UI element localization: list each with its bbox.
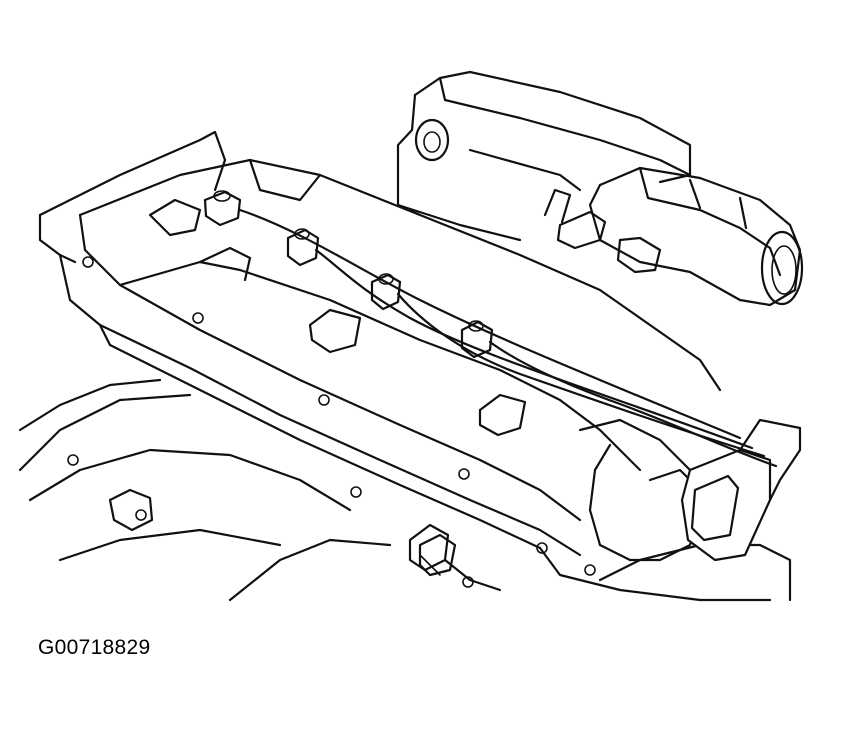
figure-caption: G00718829 xyxy=(38,636,151,659)
engine-block xyxy=(18,378,792,602)
valve-cover xyxy=(38,130,772,602)
throttle-body xyxy=(543,166,804,307)
intake-manifold xyxy=(396,70,692,242)
ignition-coil-pack xyxy=(680,418,802,562)
engine-ignition-wire-diagram xyxy=(18,70,804,602)
ignition-wires xyxy=(238,208,778,468)
spark-plug-boots xyxy=(203,190,494,359)
sensor-bracket xyxy=(418,533,502,592)
